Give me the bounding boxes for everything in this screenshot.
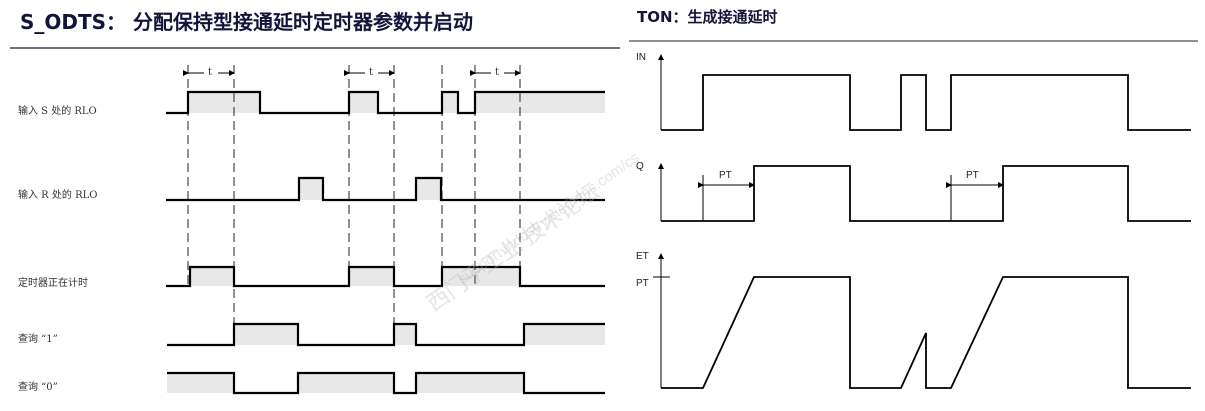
waveform-query-1 <box>167 322 605 347</box>
pt-interval-label: PT <box>966 170 979 181</box>
left-title: S_ODTS： 分配保持型接通延时定时器参数并启动 <box>20 10 474 34</box>
waveform-et <box>661 276 1191 389</box>
waveform-timer-running <box>166 265 605 288</box>
pt-interval-label: PT <box>719 170 732 181</box>
time-marker-label: t <box>495 67 500 78</box>
in-axis-label: IN <box>636 52 646 63</box>
waveform-r <box>166 176 605 202</box>
signal-label-r: 输入 R 处的 RLO <box>18 190 98 201</box>
signal-label-query-0: 查询 “0” <box>18 382 58 393</box>
q-axis-label: Q <box>636 161 644 172</box>
time-marker-label: t <box>208 67 213 78</box>
signal-label-s: 输入 S 处的 RLO <box>18 106 97 117</box>
et-axis-label: ET <box>636 251 649 262</box>
signal-label-query-1: 查询 “1” <box>18 334 58 345</box>
right-title: TON：生成接通延时 <box>637 8 778 26</box>
signal-label-timer-running: 定时器正在计时 <box>18 278 88 289</box>
right-axes <box>653 54 1004 388</box>
high-state-fills <box>167 92 605 393</box>
waveform-s <box>166 90 605 115</box>
time-marker-label: t <box>369 67 374 78</box>
waveform-in <box>661 74 1191 131</box>
pt-axis-label: PT <box>636 278 649 289</box>
waveform-query-0 <box>167 371 605 395</box>
waveform-q <box>661 165 1191 222</box>
